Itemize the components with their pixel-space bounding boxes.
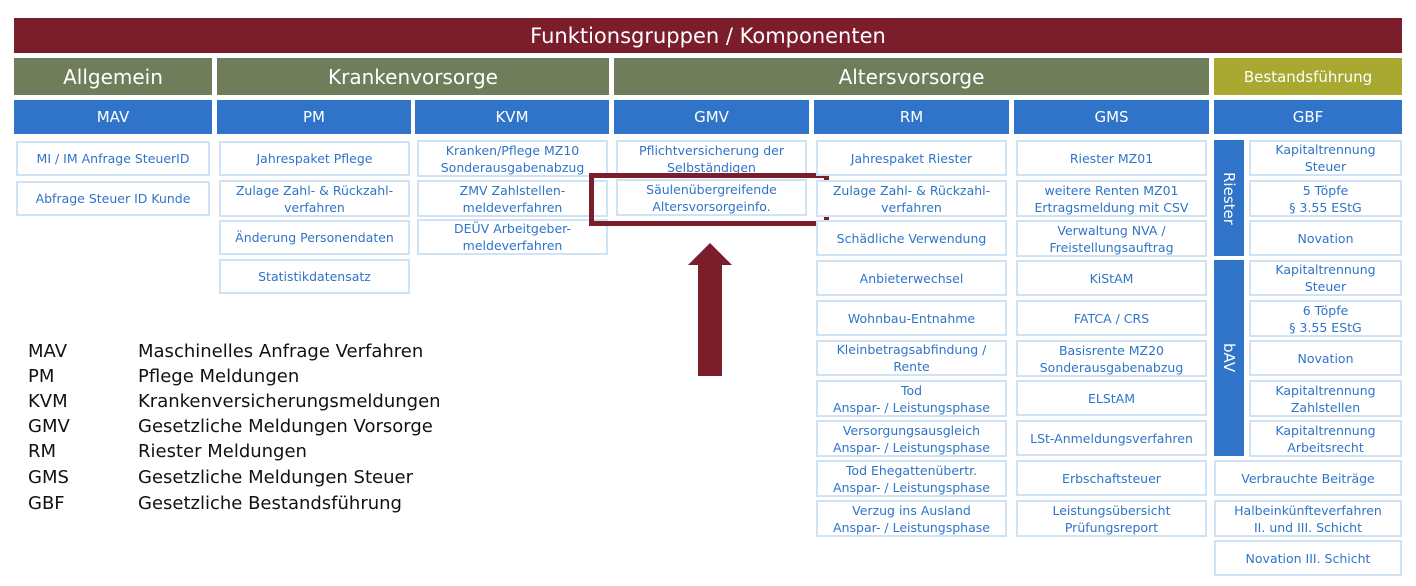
cell-gbf-bav: 6 Töpfe § 3.55 EStG: [1249, 300, 1402, 337]
cell-gbf: Novation III. Schicht: [1214, 540, 1402, 576]
cell-gbf: Verbrauchte Beiträge: [1214, 460, 1402, 496]
legend-abbr: KVM: [28, 391, 68, 412]
component-gms: GMS: [1014, 100, 1209, 134]
group-bestandsfuehrung: Bestandsführung: [1214, 58, 1402, 95]
legend-text: Maschinelles Anfrage Verfahren: [138, 341, 424, 362]
cell-rm: Kleinbetragsabfindung / Rente: [816, 340, 1007, 376]
legend-text: Pflege Meldungen: [138, 366, 300, 387]
component-rm: RM: [814, 100, 1009, 134]
cell-gms: ELStAM: [1016, 380, 1207, 416]
legend-text: Gesetzliche Meldungen Vorsorge: [138, 416, 433, 437]
cell-gms: weitere Renten MZ01 Ertragsmeldung mit C…: [1016, 180, 1207, 217]
cell-gbf-riester: Kapitaltrennung Steuer: [1249, 140, 1402, 176]
side-label-riester: Riester: [1214, 140, 1244, 256]
cell-gms: FATCA / CRS: [1016, 300, 1207, 336]
page-title: Funktionsgruppen / Komponenten: [14, 18, 1402, 53]
cell-gbf-bav: Kapitaltrennung Arbeitsrecht: [1249, 420, 1402, 457]
cell-rm: Anbieterwechsel: [816, 260, 1007, 296]
cell-rm: Verzug ins Ausland Anspar- / Leistungsph…: [816, 500, 1007, 537]
cell-rm: Tod Ehegattenübertr. Anspar- / Leistungs…: [816, 460, 1007, 497]
cell-gms: Riester MZ01: [1016, 140, 1207, 176]
legend-text: Krankenversicherungsmeldungen: [138, 391, 441, 412]
cell-gms: Basisrente MZ20 Sonderausgabenabzug: [1016, 340, 1207, 377]
cell-rm: Jahrespaket Riester: [816, 140, 1007, 176]
cell-gbf-bav: Novation: [1249, 340, 1402, 376]
group-altersvorsorge: Altersvorsorge: [614, 58, 1209, 95]
cell-gbf-bav: Kapitaltrennung Steuer: [1249, 260, 1402, 296]
cell-kvm: DEÜV Arbeitgeber- meldeverfahren: [417, 219, 608, 255]
cell-mav: MI / IM Anfrage SteuerID: [16, 141, 210, 176]
legend-abbr: RM: [28, 441, 57, 462]
cell-gms: Erbschaftsteuer: [1016, 460, 1207, 496]
cell-rm: Zulage Zahl- & Rückzahl- verfahren: [816, 180, 1007, 217]
cell-mav: Abfrage Steuer ID Kunde: [16, 181, 210, 216]
cell-rm: Tod Anspar- / Leistungsphase: [816, 380, 1007, 417]
legend-abbr: PM: [28, 366, 55, 387]
component-gbf: GBF: [1214, 100, 1402, 134]
side-label-bav: bAV: [1214, 260, 1244, 456]
cell-gmv: Säulenübergreifende Altersvorsorgeinfo.: [616, 179, 807, 216]
legend-abbr: MAV: [28, 341, 68, 362]
cell-gbf-riester: Novation: [1249, 220, 1402, 256]
cell-rm: Wohnbau-Entnahme: [816, 300, 1007, 336]
cell-gms: Leistungsübersicht Prüfungsreport: [1016, 500, 1207, 537]
legend-abbr: GMS: [28, 467, 69, 488]
cell-gms: KiStAM: [1016, 260, 1207, 296]
legend-text: Riester Meldungen: [138, 441, 307, 462]
group-krankenvorsorge: Krankenvorsorge: [217, 58, 609, 95]
legend-text: Gesetzliche Bestandsführung: [138, 493, 402, 514]
cell-pm: Jahrespaket Pflege: [219, 141, 410, 176]
cell-gmv: Pflichtversicherung der Selbständigen: [616, 140, 807, 175]
cell-pm: Statistikdatensatz: [219, 259, 410, 294]
cell-gms: LSt-Anmeldungsverfahren: [1016, 420, 1207, 456]
component-gmv: GMV: [614, 100, 809, 134]
cell-kvm: Kranken/Pflege MZ10 Sonderausgabenabzug: [417, 140, 608, 177]
cell-pm: Änderung Personendaten: [219, 220, 410, 255]
cell-rm: Schädliche Verwendung: [816, 220, 1007, 256]
cell-gbf-riester: 5 Töpfe § 3.55 EStG: [1249, 180, 1402, 217]
legend-abbr: GBF: [28, 493, 65, 514]
cell-gbf: Halbeinkünfteverfahren II. und III. Schi…: [1214, 500, 1402, 537]
legend-text: Gesetzliche Meldungen Steuer: [138, 467, 414, 488]
group-allgemein: Allgemein: [14, 58, 212, 95]
legend-abbr: GMV: [28, 416, 70, 437]
highlight-box: [589, 173, 829, 226]
up-arrow: [688, 243, 732, 376]
cell-pm: Zulage Zahl- & Rückzahl- verfahren: [219, 180, 410, 217]
component-mav: MAV: [14, 100, 212, 134]
cell-gbf-bav: Kapitaltrennung Zahlstellen: [1249, 380, 1402, 417]
component-pm: PM: [217, 100, 411, 134]
legend: MAV Maschinelles Anfrage Verfahren PM Pf…: [28, 341, 528, 521]
cell-kvm: ZMV Zahlstellen- meldeverfahren: [417, 180, 608, 217]
cell-rm: Versorgungsausgleich Anspar- / Leistungs…: [816, 420, 1007, 457]
component-kvm: KVM: [415, 100, 609, 134]
cell-gms: Verwaltung NVA / Freistellungsauftrag: [1016, 220, 1207, 257]
